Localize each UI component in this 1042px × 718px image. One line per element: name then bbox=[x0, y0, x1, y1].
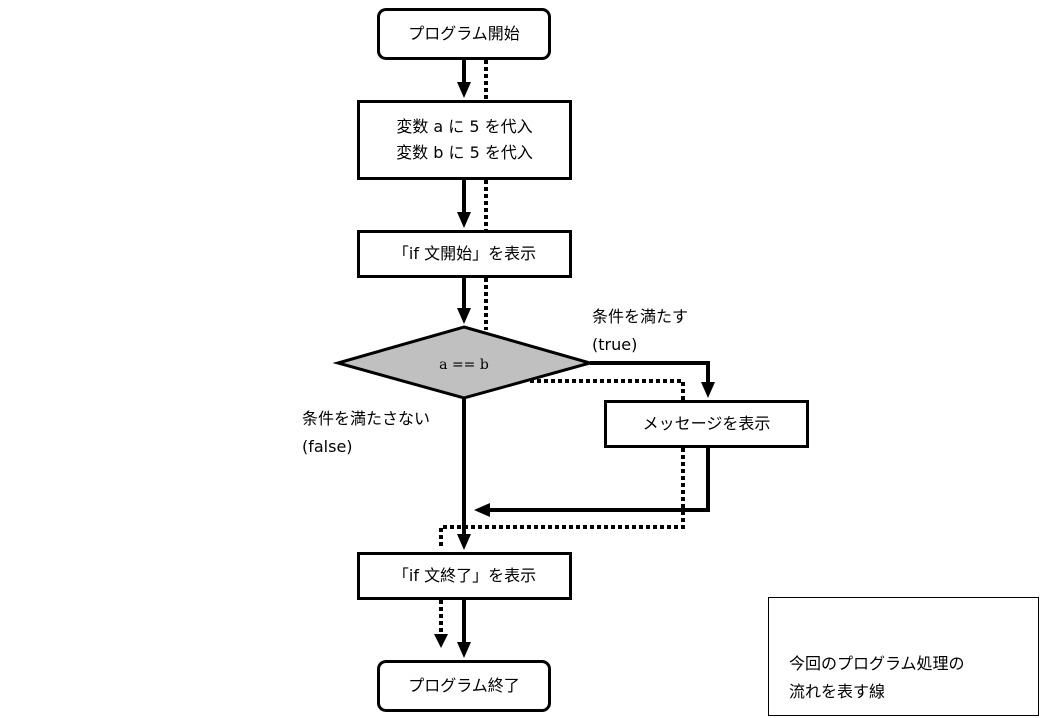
dotted-flow-path bbox=[439, 60, 685, 634]
start-node-label: プログラム開始 bbox=[408, 24, 520, 43]
legend-line-2: 流れを表す線 bbox=[789, 682, 886, 701]
assign-node: 変数 a に 5 を代入 変数 b に 5 を代入 bbox=[357, 100, 572, 180]
condition-diamond bbox=[332, 325, 596, 400]
if-start-node: 「if 文開始」を表示 bbox=[357, 230, 572, 278]
arrow-message-merge bbox=[474, 448, 710, 517]
arrow-true-branch bbox=[590, 361, 715, 398]
start-node: プログラム開始 bbox=[377, 8, 551, 60]
if-start-label: 「if 文開始」を表示 bbox=[392, 244, 537, 263]
true-branch-label: 条件を満たす (true) bbox=[592, 303, 688, 359]
true-branch-value: (true) bbox=[592, 335, 638, 354]
assign-line-b: 変数 b に 5 を代入 bbox=[396, 143, 533, 162]
if-end-node: 「if 文終了」を表示 bbox=[357, 552, 572, 600]
assign-line-a: 変数 a に 5 を代入 bbox=[396, 117, 533, 136]
false-branch-value: (false) bbox=[302, 437, 353, 456]
legend-line-1: 今回のプログラム処理の bbox=[789, 654, 965, 673]
legend-box: 今回のプログラム処理の 流れを表す線 bbox=[768, 597, 1039, 716]
solid-flow-lines bbox=[457, 60, 715, 658]
end-node-label: プログラム終了 bbox=[408, 676, 520, 695]
condition-label: a == b bbox=[439, 357, 489, 373]
end-node: プログラム終了 bbox=[377, 660, 551, 712]
false-branch-label: 条件を満たさない (false) bbox=[302, 405, 430, 461]
if-end-label: 「if 文終了」を表示 bbox=[392, 566, 537, 585]
dotted-arrow-head bbox=[434, 634, 448, 648]
legend-text: 今回のプログラム処理の 流れを表す線 bbox=[789, 650, 965, 706]
message-label: メッセージを表示 bbox=[642, 414, 771, 433]
false-branch-text: 条件を満たさない bbox=[302, 409, 431, 428]
dotted-segment bbox=[530, 379, 685, 400]
message-node: メッセージを表示 bbox=[604, 400, 809, 448]
true-branch-text: 条件を満たす bbox=[592, 307, 689, 326]
dotted-segment bbox=[439, 448, 685, 548]
